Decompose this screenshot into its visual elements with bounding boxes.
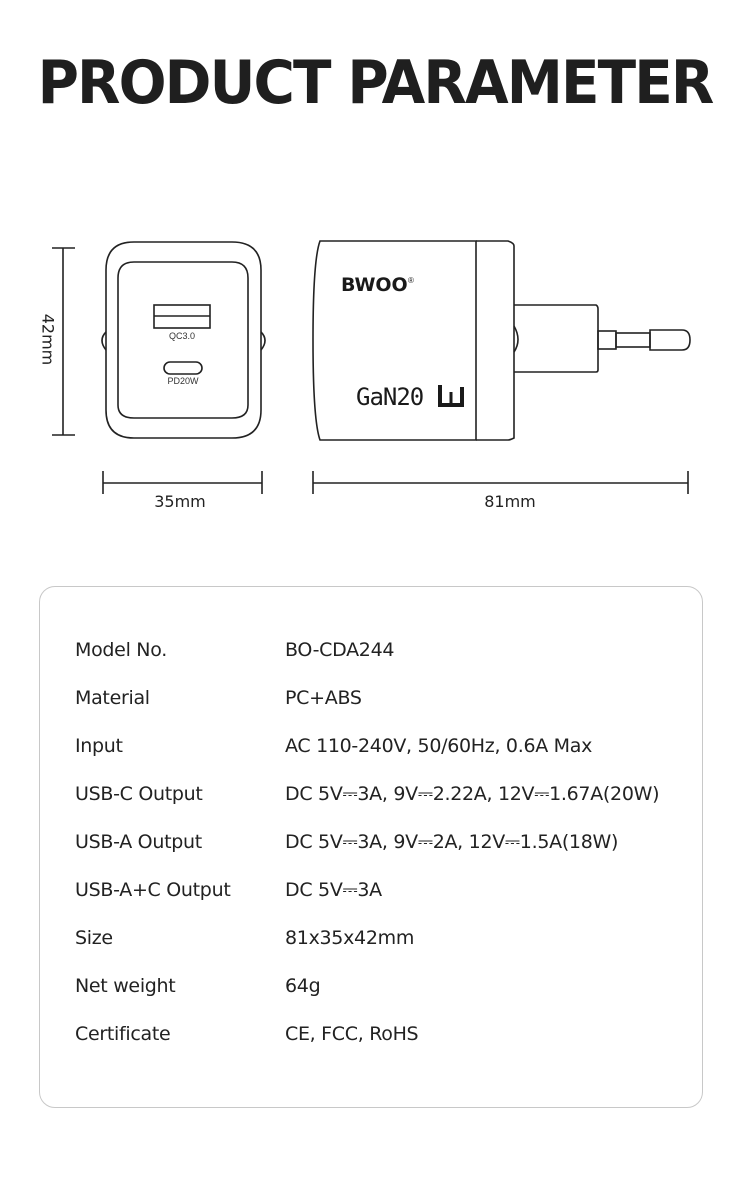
- spec-value: 64g: [285, 975, 321, 997]
- height-dimension-label: 42mm: [38, 313, 58, 366]
- length-dimension-label: 81mm: [484, 492, 536, 511]
- spec-label: Size: [75, 927, 113, 949]
- spec-value: DC 5V⎓3A, 9V⎓2A, 12V⎓1.5A(18W): [285, 831, 619, 853]
- spec-value: BO-CDA244: [285, 639, 395, 661]
- charger-drawing: QC3.0 PD20W BWOO ® GaN20: [52, 240, 691, 494]
- brand-logo: BWOO: [341, 274, 408, 296]
- spec-label: USB-A+C Output: [75, 879, 231, 901]
- spec-value: 81x35x42mm: [285, 927, 415, 949]
- spec-value: DC 5V⎓3A, 9V⎓2.22A, 12V⎓1.67A(20W): [285, 783, 660, 805]
- spec-label: Net weight: [75, 975, 176, 997]
- spec-value: DC 5V⎓3A: [285, 879, 382, 901]
- spec-table-card: Model No. BO-CDA244 Material PC+ABS Inpu…: [39, 586, 703, 1108]
- spec-label: Model No.: [75, 639, 167, 661]
- usb-c-port-label: PD20W: [167, 376, 199, 386]
- product-dimension-diagram: QC3.0 PD20W BWOO ® GaN20 42mm 35mm 81mm: [0, 230, 750, 530]
- spec-label: Input: [75, 735, 123, 757]
- registered-mark: ®: [408, 276, 414, 285]
- spec-label: USB-C Output: [75, 783, 203, 805]
- width-dimension-label: 35mm: [154, 492, 206, 511]
- page-title: PRODUCT PARAMETER: [37, 48, 715, 118]
- gan-20w-label: GaN20: [356, 383, 423, 411]
- spec-label: Certificate: [75, 1023, 171, 1045]
- spec-value: AC 110-240V, 50/60Hz, 0.6A Max: [285, 735, 593, 757]
- spec-value: PC+ABS: [285, 687, 362, 709]
- spec-label: USB-A Output: [75, 831, 202, 853]
- spec-value: CE, FCC, RoHS: [285, 1023, 419, 1045]
- usb-a-port-label: QC3.0: [169, 331, 195, 341]
- spec-label: Material: [75, 687, 150, 709]
